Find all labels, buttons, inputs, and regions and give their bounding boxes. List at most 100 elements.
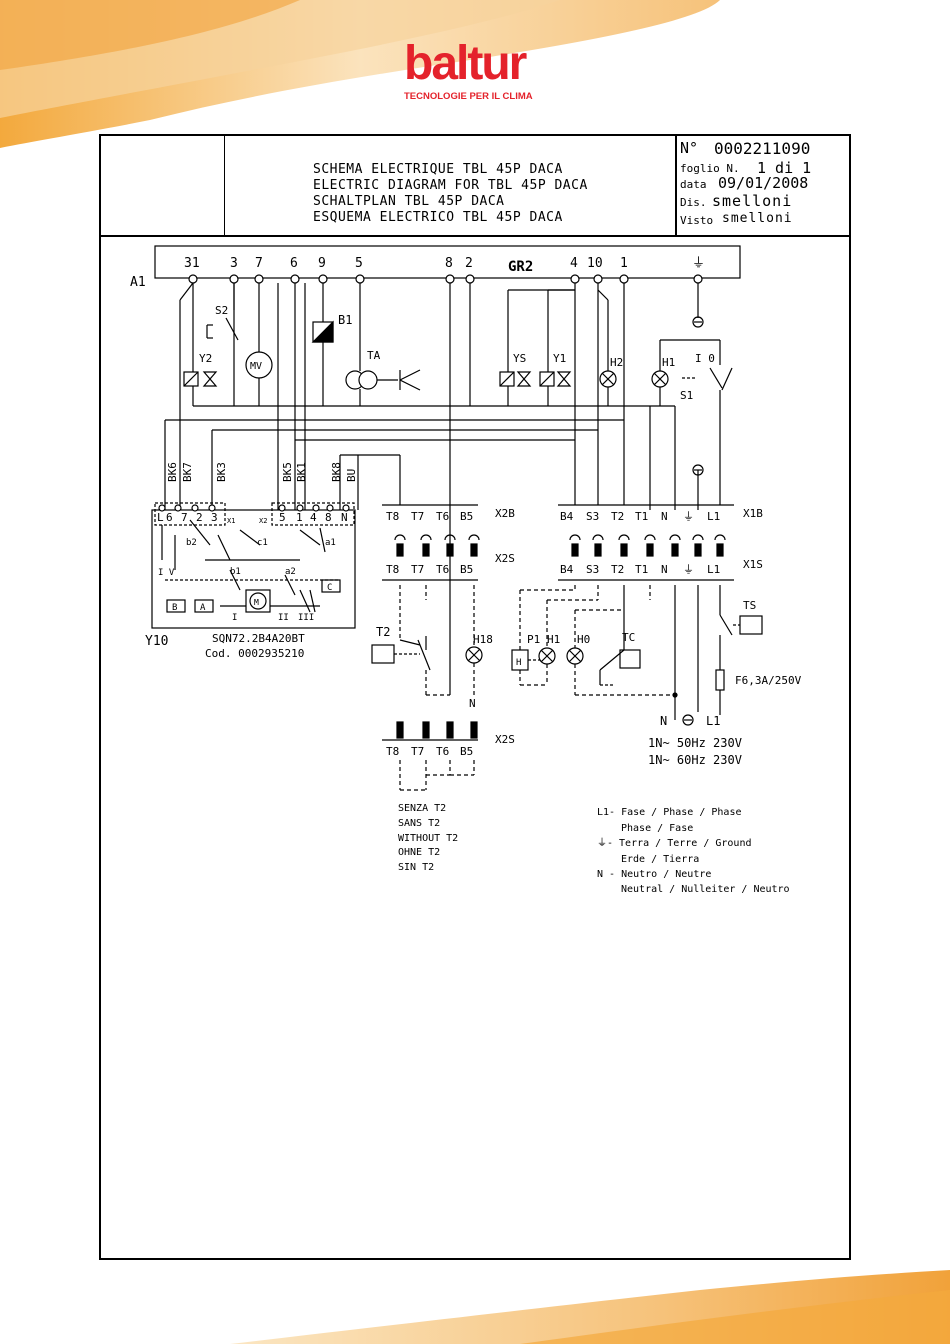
h0-label: H0 (577, 633, 590, 646)
x1b-pin: N (661, 510, 668, 523)
x1b-pin: B4 (560, 510, 574, 523)
without-t2-de: OHNE T2 (398, 847, 440, 858)
x1s-pin: T1 (635, 563, 648, 576)
connector-pin (470, 721, 478, 739)
a1-terminal: 4 (570, 256, 578, 271)
doc-number: 0002211090 (714, 139, 811, 158)
position-ii: II (278, 613, 289, 623)
y10-label: Y10 (145, 634, 168, 649)
servo-terminal-point (326, 504, 334, 512)
without-t2-es: SIN T2 (398, 862, 434, 873)
x1s-pin: B4 (560, 563, 574, 576)
contact-b2: b2 (186, 538, 197, 548)
without-t2-en: WITHOUT T2 (398, 833, 458, 844)
supply-60hz: 1N~ 60Hz 230V (648, 753, 742, 767)
legend-ground-cont: Erde / Tierra (621, 854, 699, 865)
a1-terminal-point (355, 274, 365, 284)
a1-terminal-point (188, 274, 198, 284)
servo-pin: 6 (166, 511, 173, 524)
servo-terminal-point (191, 504, 199, 512)
brand-name: baltur (404, 37, 527, 90)
connector-socket (669, 534, 681, 541)
connector-pin (716, 543, 724, 557)
wire-bk5: BK5 (281, 462, 294, 482)
a1-terminal-point (254, 274, 264, 284)
servo-pin: 1 (296, 511, 303, 524)
without-t2-fr: SANS T2 (398, 818, 440, 829)
servo-pin: 8 (325, 511, 332, 524)
legend-neutral: N - Neutro / Neutre (597, 869, 711, 880)
x2s-alt-pin: T6 (436, 745, 449, 758)
a1-terminal-point (619, 274, 629, 284)
x1s-pin: ⏚ (683, 563, 694, 576)
a1-terminal-point (570, 274, 580, 284)
brand-logo: baltur TECNOLOGIE PER IL CLIMA (400, 40, 545, 104)
x1s-pin: S3 (586, 563, 599, 576)
x2b-pin: T6 (436, 510, 449, 523)
date-value: 09/01/2008 (718, 174, 809, 192)
contact-a1: a1 (325, 538, 336, 548)
servo-terminal-point (208, 504, 216, 512)
connector-socket (644, 534, 656, 541)
x2s-label: X2S (495, 552, 515, 565)
wire-bk6: BK6 (166, 462, 179, 482)
connector-pin (646, 543, 654, 557)
connector-socket (468, 534, 480, 541)
connector-socket (394, 534, 406, 541)
contact-c1: c1 (257, 538, 268, 548)
legend-neutral-cont: Neutral / Nulleiter / Neutro (621, 884, 790, 895)
servo-motor-m: M (254, 598, 259, 607)
ts-label: TS (743, 599, 756, 612)
supply-50hz: 1N~ 50Hz 230V (648, 736, 742, 750)
gr2-label: GR2 (508, 259, 533, 275)
y2-label: Y2 (199, 352, 212, 365)
a1-terminal-point (445, 274, 455, 284)
h1-label: H1 (662, 356, 675, 369)
sheet-label: foglio N. (680, 162, 740, 175)
a1-terminal-point (290, 274, 300, 284)
a1-terminal: 6 (290, 256, 298, 271)
a1-terminal: 1 (620, 256, 628, 271)
date-label: data (680, 178, 707, 191)
a1-terminal: 10 (587, 256, 603, 271)
drawn-value: smelloni (712, 192, 793, 210)
x1b-pin: T2 (611, 510, 624, 523)
servo-model: SQN72.2B4A20BT (212, 632, 305, 645)
a1-terminal: 9 (318, 256, 326, 271)
without-t2-it: SENZA T2 (398, 803, 446, 814)
header-left-cell (99, 134, 225, 237)
title-de: SCHALTPLAN TBL 45P DACA (313, 194, 505, 209)
a1-terminal: 7 (255, 256, 263, 271)
wire-bk7: BK7 (181, 462, 194, 482)
title-fr: SCHEMA ELECTRIQUE TBL 45P DACA (313, 162, 563, 177)
mv-label: MV (250, 361, 262, 372)
h-box-label: H (516, 658, 521, 668)
switch-i0-label: I 0 (695, 352, 715, 365)
connector-socket (618, 534, 630, 541)
a1-terminal: 31 (184, 256, 200, 271)
connector-pin (422, 543, 430, 557)
a1-terminal-point (318, 274, 328, 284)
connector-socket (420, 534, 432, 541)
t2-label: T2 (376, 625, 390, 639)
brand-tagline: TECNOLOGIE PER IL CLIMA (404, 91, 533, 102)
x2s-alt-pin: B5 (460, 745, 473, 758)
servo-pin: 5 (279, 511, 286, 524)
wire-bk3: BK3 (215, 462, 228, 482)
legend-l1: L1- Fase / Phase / Phase (597, 807, 742, 818)
servo-terminal-point (312, 504, 320, 512)
sheet-value: 1 di 1 (757, 159, 812, 177)
connector-pin (446, 543, 454, 557)
x2b-pin: T7 (411, 510, 424, 523)
connector-pin (594, 543, 602, 557)
connector-pin (446, 721, 454, 739)
ys-label: YS (513, 352, 526, 365)
servo-pin: N (341, 511, 348, 524)
a1-label: A1 (130, 275, 146, 290)
x2s-pin: T7 (411, 563, 424, 576)
legend-l1-cont: Phase / Fase (621, 823, 693, 834)
x1s-pin: L1 (707, 563, 720, 576)
top-decorative-wave (0, 0, 720, 148)
doc-number-label: N° (680, 139, 699, 157)
